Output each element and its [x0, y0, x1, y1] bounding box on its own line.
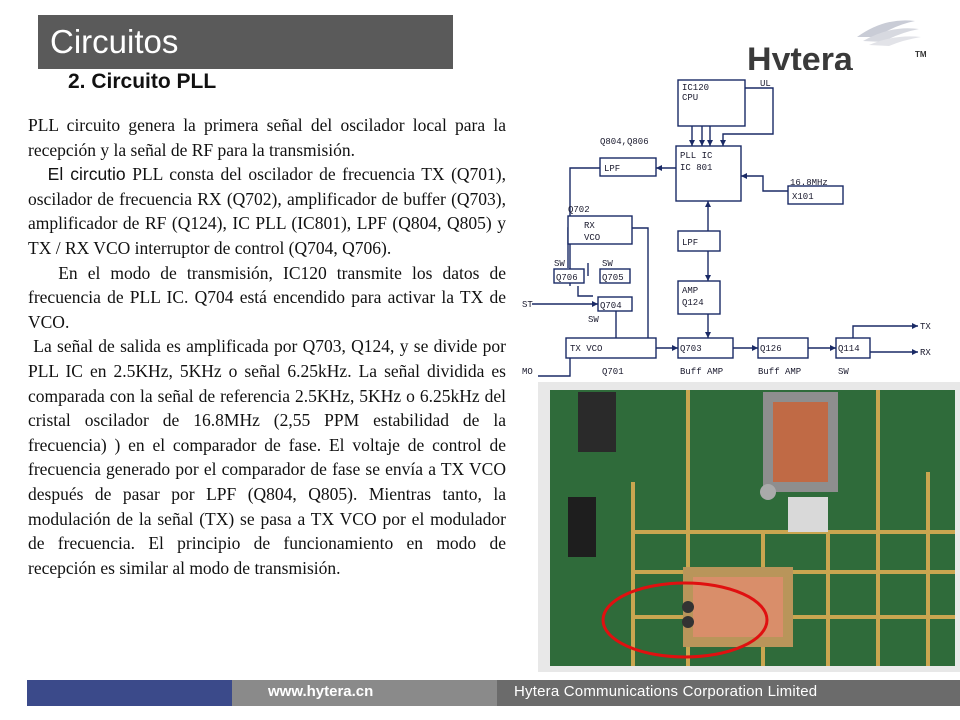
sw1-label: SW: [554, 259, 565, 269]
st-label: ST: [522, 300, 533, 310]
footer-company: Hytera Communications Corporation Limite…: [514, 683, 818, 700]
q703-label: Q703: [680, 344, 702, 354]
freq-label: 16.8MHz: [790, 178, 828, 188]
q704-label: Q704: [600, 301, 622, 311]
paragraph-2-lead: El circutio: [47, 164, 126, 185]
pll-ic-block: [675, 145, 742, 202]
paragraph-4: La señal de salida es amplificada por Q7…: [28, 334, 506, 580]
hytera-logo: Hytera TM: [747, 20, 927, 70]
pll-block-diagram: IC120 CPU UL Q804,Q806 LPF PLL IC IC 801…: [522, 79, 931, 377]
footer-dark-band: [497, 680, 960, 706]
wing-icon: [857, 20, 921, 46]
x101-block: [787, 185, 844, 205]
logo-tm: TM: [915, 50, 927, 59]
copper-shield: [773, 402, 828, 482]
paragraph-3-text: En el modo de transmisión, IC120 transmi…: [28, 262, 506, 332]
q706-block: [553, 268, 585, 284]
q701-label: Q701: [602, 367, 624, 377]
sw2-label: SW: [602, 259, 613, 269]
ul-label: UL: [760, 79, 771, 89]
lpf-mid-label: LPF: [682, 238, 698, 248]
q114-block: [835, 337, 871, 359]
x101-label: X101: [792, 192, 814, 202]
amp-block: [677, 280, 721, 315]
lpf-top-block: [599, 157, 657, 177]
tx-vco-label: TX VCO: [570, 344, 602, 354]
paragraph-1: PLL circuito genera la primera señal del…: [28, 115, 506, 160]
buff-amp-2-label: Buff AMP: [758, 367, 801, 377]
paragraph-2-rest: PLL consta del oscilador de frecuencia T…: [28, 164, 507, 258]
mo-label: MO: [522, 367, 533, 377]
q126-label: Q126: [760, 344, 782, 354]
pll-ic-label: PLL IC: [680, 151, 713, 161]
footer: www.hytera.cn Hytera Communications Corp…: [0, 680, 960, 706]
q124-label: Q124: [682, 298, 704, 308]
q703-block: [677, 337, 734, 359]
q702-label: Q702: [568, 205, 590, 215]
rx-vco-block: [567, 215, 633, 245]
ic801-label: IC 801: [680, 163, 712, 173]
connector: [578, 392, 616, 452]
vco-copper-shield: [693, 577, 783, 637]
body-text: PLL circuito genera la primera señal del…: [28, 113, 506, 580]
sw3-label: SW: [588, 315, 599, 325]
q114-label: Q114: [838, 344, 860, 354]
pcb-photo: [538, 382, 960, 672]
lpf-top-label: LPF: [604, 164, 620, 174]
crystal-label: [788, 497, 828, 532]
lpf-mid-block: [677, 230, 721, 252]
paragraph-4-text: La señal de salida es amplificada por Q7…: [28, 336, 506, 578]
q804-label: Q804,Q806: [600, 137, 649, 147]
rx-out-label: RX: [920, 348, 931, 358]
footer-url[interactable]: www.hytera.cn: [268, 683, 374, 700]
ic120-label: IC120: [682, 83, 709, 93]
rx-label: RX: [584, 221, 595, 231]
q126-block: [757, 337, 809, 359]
buff-amp-1-label: Buff AMP: [680, 367, 723, 377]
q704-block: [597, 296, 633, 312]
footer-blue-band: [27, 680, 232, 706]
ic120-block: [677, 79, 746, 127]
q705-block: [599, 268, 631, 284]
q705-label: Q705: [602, 273, 624, 283]
logo-text: Hytera: [747, 41, 854, 70]
highlight-circle: [601, 581, 769, 659]
slide-subtitle: 2. Circuito PLL: [68, 70, 217, 93]
q706-label: Q706: [556, 273, 578, 283]
title-bar: [38, 15, 453, 69]
tx-vco-block: [565, 337, 657, 359]
slide-title: Circuitos: [50, 23, 179, 60]
sw-out-label: SW: [838, 367, 849, 377]
cpu-label: CPU: [682, 93, 698, 103]
footer-grey-band: [232, 680, 497, 706]
tx-out-label: TX: [920, 322, 931, 332]
paragraph-2: El circutio PLL consta del oscilador de …: [28, 162, 506, 260]
header-pins: [568, 497, 596, 557]
vco-label: VCO: [584, 233, 600, 243]
amp-label: AMP: [682, 286, 698, 296]
paragraph-3: En el modo de transmisión, IC120 transmi…: [28, 261, 506, 335]
